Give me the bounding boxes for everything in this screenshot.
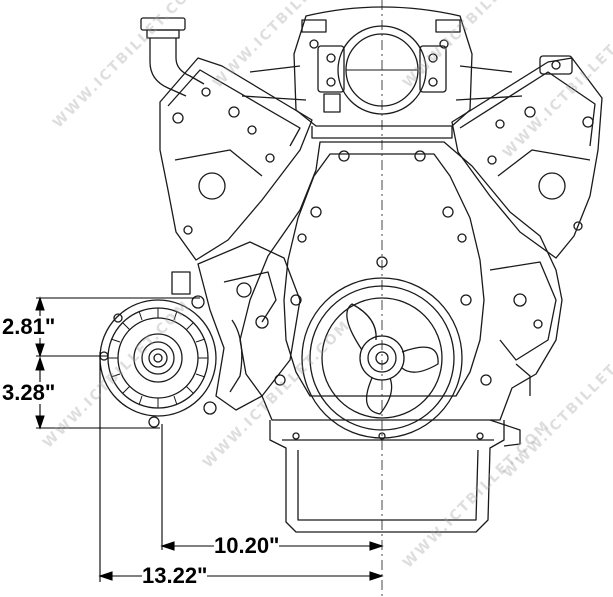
engine-block (239, 141, 563, 421)
dimension-label-long: 13.22" (142, 563, 208, 588)
intake-manifold (241, 6, 523, 139)
arrow-upper-bottom (35, 343, 45, 358)
oil-filler-cap (140, 17, 205, 97)
dimension-label-upper: 2.81" (2, 314, 56, 339)
oil-pan (269, 419, 521, 533)
arrow-short-left (160, 541, 175, 551)
left-cylinder-head (159, 57, 313, 261)
dimension-label-short: 10.20" (214, 533, 280, 558)
arrow-long-right (369, 571, 384, 581)
accessory-bracket (171, 241, 301, 411)
dimension-label-lower: 3.28" (2, 380, 56, 405)
arrow-lower-top (35, 356, 45, 371)
arrow-upper-top (35, 296, 45, 311)
arrow-lower-bottom (35, 415, 45, 430)
right-cylinder-head (451, 55, 603, 259)
arrow-long-left (98, 571, 113, 581)
arrow-short-right (369, 541, 384, 551)
